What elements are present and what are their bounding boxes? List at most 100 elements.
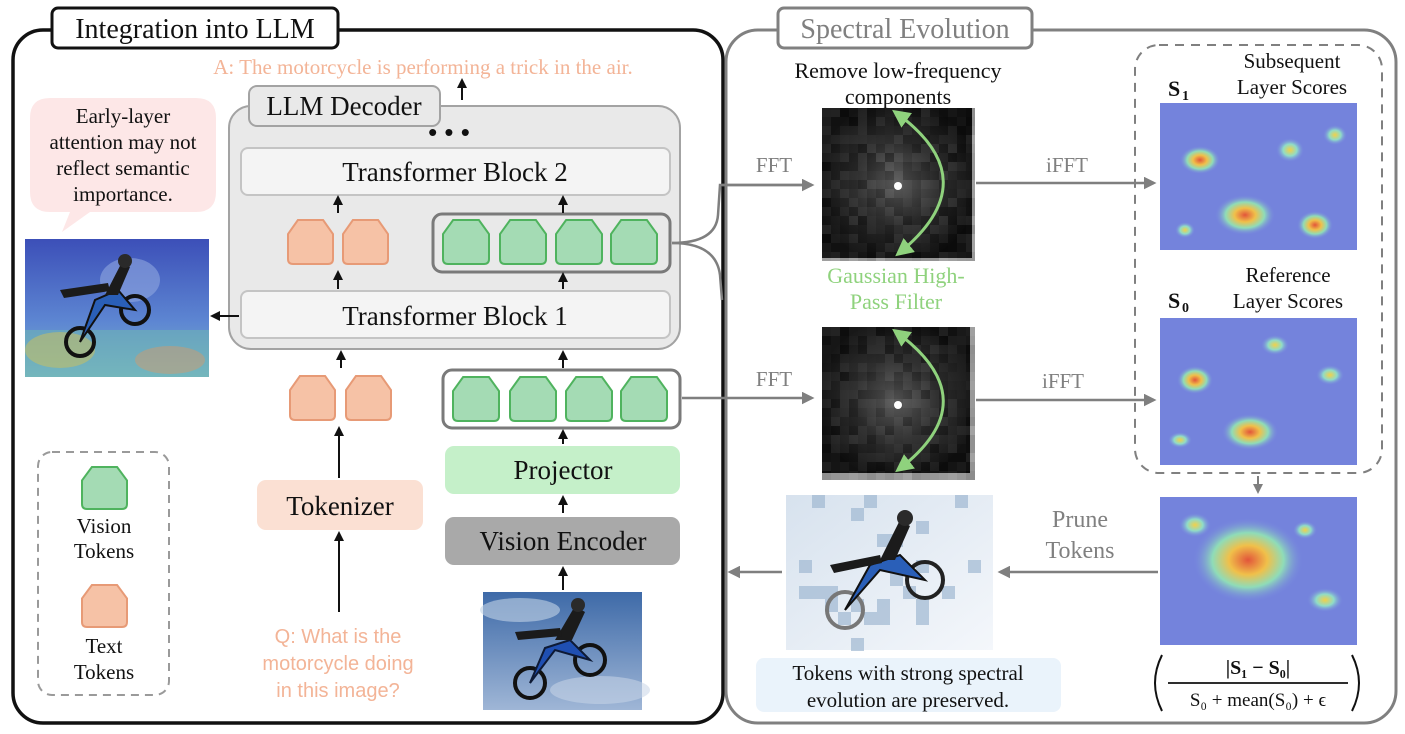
connector-top	[671, 183, 812, 245]
spectral-difference-map	[1160, 497, 1357, 645]
decoder-vision-token	[610, 219, 658, 265]
input-text-token	[345, 375, 392, 421]
early-layer-note: Early-layer attention may not reflect se…	[50, 104, 197, 206]
legend-text-line-2: Tokens	[74, 660, 134, 684]
legend-vision-token-icon	[81, 466, 128, 510]
legend-text-line-1: Text	[85, 634, 122, 658]
pruned-output-image	[786, 495, 993, 651]
decoder-vision-token-group	[431, 212, 672, 274]
preserved-note: Tokens with strong spectral evolution ar…	[792, 661, 1023, 712]
left-panel-title-box	[50, 6, 340, 50]
s1-subscript: 1	[1182, 89, 1189, 104]
transformer-block-1-label: Transformer Block 1	[342, 301, 567, 331]
input-vision-token	[620, 376, 668, 422]
input-vision-token	[509, 376, 557, 422]
question-line-2: motorcycle doing	[262, 653, 413, 675]
decoder-vision-token	[442, 219, 490, 265]
question-line-1: Q: What is the	[275, 626, 402, 648]
note-line-4: importance.	[73, 182, 173, 206]
right-panel-title: Spectral Evolution	[800, 14, 1009, 45]
llm-decoder-title-box	[248, 85, 441, 127]
input-text-token	[289, 375, 336, 421]
legend-labels: Vision Tokens Text Tokens	[74, 514, 134, 684]
s0-symbol: S	[1168, 288, 1180, 313]
legend-text-token-icon	[81, 584, 128, 628]
layer-scores-box	[1134, 44, 1383, 474]
remove-lowfreq-caption: Remove low-frequency components	[794, 58, 1001, 109]
ifft-label-bottom: iFFT	[1042, 369, 1084, 393]
fft-labels: FFT FFT iFFT iFFT	[756, 153, 1088, 393]
decoder-text-tokens	[287, 219, 389, 265]
right-panel-title-box	[776, 6, 1034, 50]
gaussian-filter-caption: Gaussian High- Pass Filter	[827, 263, 964, 314]
input-text-tokens	[289, 375, 392, 421]
input-vision-tokens	[452, 376, 668, 422]
ellipsis: • • •	[428, 117, 470, 147]
decoder-text-token	[287, 219, 334, 265]
s0-subscript: 0	[1182, 301, 1189, 316]
input-vision-token	[452, 376, 500, 422]
s1-caption-line-2: Layer Scores	[1237, 75, 1347, 99]
s0-label: S 0 Reference Layer Scores	[1168, 263, 1343, 316]
prune-tokens-label: Prune Tokens	[1046, 507, 1115, 564]
vision-encoder-label: Vision Encoder	[479, 526, 646, 556]
remove-lowfreq-line-2: components	[845, 84, 951, 109]
reference-layer-score-map	[1160, 318, 1357, 465]
note-line-2: attention may not	[50, 130, 197, 154]
tokenizer-label: Tokenizer	[286, 491, 394, 521]
formula-numerator: |S₁ − S₀|	[1226, 657, 1290, 679]
tokenizer-box	[257, 480, 423, 530]
legend-vision-line-1: Vision	[77, 514, 132, 538]
early-layer-note-bubble	[30, 98, 216, 232]
input-vision-token-group	[441, 368, 682, 430]
question-line-3: in this image?	[276, 680, 399, 702]
formula-denominator: S₀ + mean(S₀) + ϵ	[1190, 690, 1327, 711]
llm-decoder-title: LLM Decoder	[266, 91, 421, 121]
subsequent-layer-score-map	[1160, 103, 1357, 250]
fft-label-top: FFT	[756, 153, 792, 177]
decoder-vision-token	[499, 219, 547, 265]
prune-line-1: Prune	[1052, 507, 1108, 533]
s1-caption-line-1: Subsequent	[1244, 49, 1341, 73]
left-panel-frame	[11, 28, 725, 725]
filter-line-2: Pass Filter	[850, 289, 943, 314]
preserved-note-box	[756, 658, 1061, 712]
transformer-block-1	[240, 290, 671, 339]
decoder-vision-token	[555, 219, 603, 265]
s1-symbol: S	[1168, 76, 1180, 101]
transformer-block-2-label: Transformer Block 2	[342, 157, 567, 187]
prune-line-2: Tokens	[1046, 538, 1115, 564]
connector-top-lower	[671, 241, 724, 301]
spectral-score-formula: |S₁ − S₀| S₀ + mean(S₀) + ϵ	[1154, 654, 1360, 712]
remove-lowfreq-line-1: Remove low-frequency	[794, 58, 1001, 83]
fft-spectrum-top	[822, 108, 975, 261]
s0-caption-line-1: Reference	[1245, 263, 1330, 287]
vision-encoder-box	[445, 517, 680, 565]
legend-vision-line-2: Tokens	[74, 539, 134, 563]
note-line-1: Early-layer	[76, 104, 170, 128]
right-panel-frame	[724, 28, 1398, 725]
decoder-vision-tokens	[442, 219, 658, 265]
attention-heatmap-image	[25, 239, 209, 377]
preserved-line-2: evolution are preserved.	[807, 688, 1009, 712]
question-text: Q: What is the motorcycle doing in this …	[262, 626, 413, 702]
answer-text: A: The motorcycle is performing a trick …	[213, 55, 633, 79]
filter-line-1: Gaussian High-	[827, 263, 964, 288]
fft-label-bottom: FFT	[756, 367, 792, 391]
input-image-motorcycle	[480, 592, 650, 710]
preserved-line-1: Tokens with strong spectral	[792, 661, 1023, 685]
legend-box	[37, 451, 170, 696]
projector-box	[445, 446, 680, 494]
s1-label: S 1 Subsequent Layer Scores	[1168, 49, 1347, 104]
left-panel-title: Integration into LLM	[75, 14, 315, 45]
s0-caption-line-2: Layer Scores	[1233, 289, 1343, 313]
transformer-block-2	[240, 147, 671, 196]
projector-label: Projector	[514, 455, 613, 485]
decoder-text-token	[342, 219, 389, 265]
ifft-label-top: iFFT	[1046, 153, 1088, 177]
decoder-arrows	[333, 195, 568, 289]
note-line-3: reflect semantic	[56, 156, 190, 180]
fft-spectrum-bottom	[822, 327, 975, 480]
